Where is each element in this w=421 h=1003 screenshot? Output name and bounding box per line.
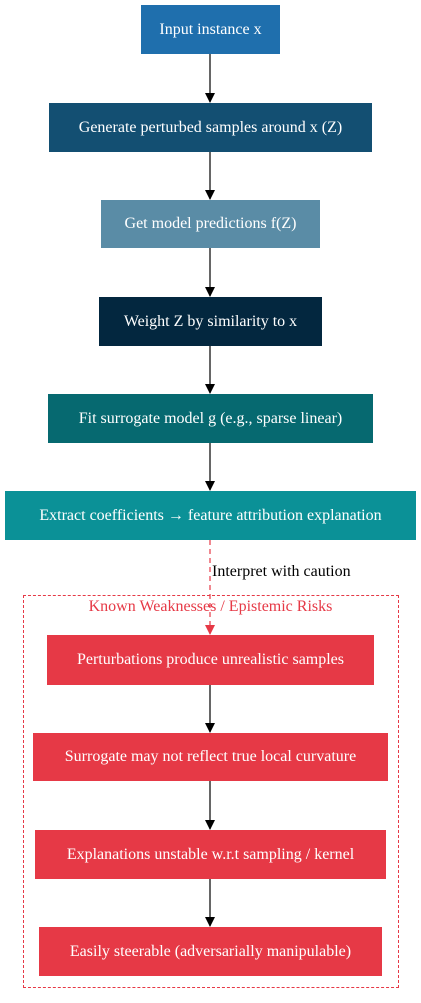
risk-unstable-explanations: Explanations unstable w.r.t sampling / k… bbox=[35, 830, 386, 879]
risk-unrealistic-samples: Perturbations produce unrealistic sample… bbox=[47, 635, 374, 685]
node-fit-surrogate: Fit surrogate model g (e.g., sparse line… bbox=[48, 394, 373, 443]
cluster-title: Known Weaknesses / Epistemic Risks bbox=[88, 598, 333, 615]
node-generate-samples-label: Generate perturbed samples around x (Z) bbox=[78, 118, 343, 136]
node-extract-coefficients: Extract coefficients → feature attributi… bbox=[5, 491, 416, 540]
weaknesses-cluster bbox=[23, 595, 399, 988]
node-input-instance: Input instance x bbox=[141, 5, 280, 54]
node-input-instance-label: Input instance x bbox=[159, 20, 262, 38]
edge-label-caution: Interpret with caution bbox=[212, 563, 351, 580]
node-weight-similarity-label: Weight Z by similarity to x bbox=[123, 312, 298, 330]
risk-easily-steerable-label: Easily steerable (adversarially manipula… bbox=[69, 942, 352, 960]
node-weight-similarity: Weight Z by similarity to x bbox=[99, 297, 322, 346]
risk-unrealistic-samples-label: Perturbations produce unrealistic sample… bbox=[76, 651, 345, 668]
risk-easily-steerable: Easily steerable (adversarially manipula… bbox=[39, 927, 382, 976]
node-model-predictions: Get model predictions f(Z) bbox=[101, 200, 320, 248]
node-extract-coefficients-label: Extract coefficients → feature attributi… bbox=[39, 506, 382, 524]
node-model-predictions-label: Get model predictions f(Z) bbox=[124, 215, 297, 232]
risk-local-curvature: Surrogate may not reflect true local cur… bbox=[33, 733, 388, 781]
risk-unstable-explanations-label: Explanations unstable w.r.t sampling / k… bbox=[66, 845, 355, 863]
risk-local-curvature-label: Surrogate may not reflect true local cur… bbox=[64, 748, 357, 765]
node-fit-surrogate-label: Fit surrogate model g (e.g., sparse line… bbox=[78, 409, 343, 427]
node-generate-samples: Generate perturbed samples around x (Z) bbox=[49, 103, 372, 152]
